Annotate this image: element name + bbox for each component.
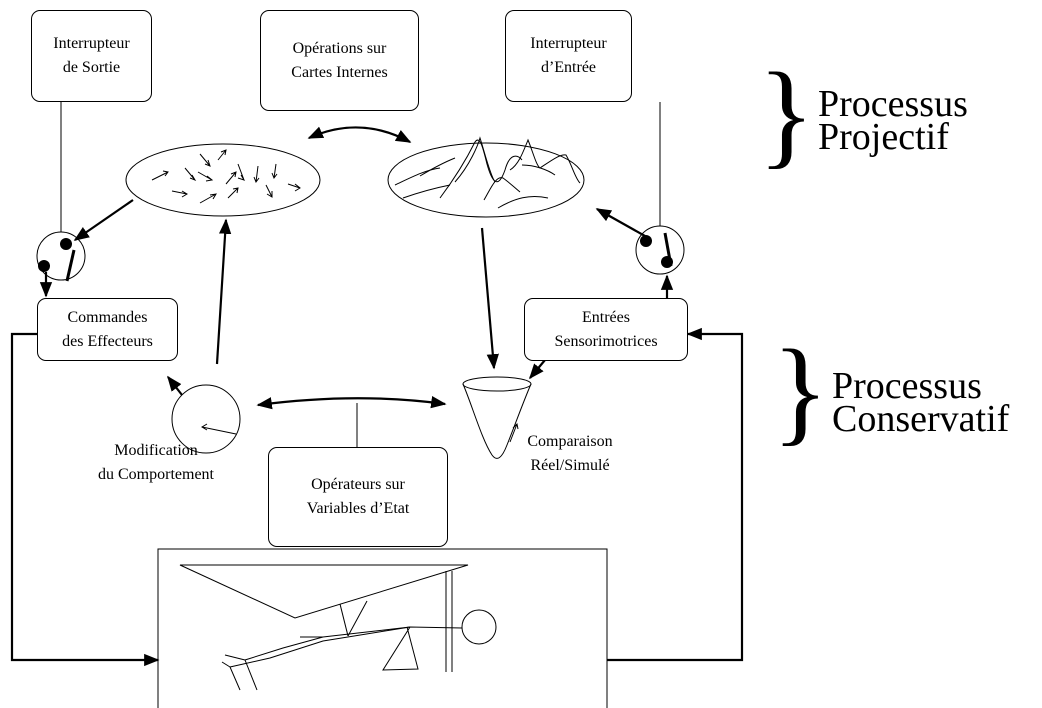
internal-maps-box: Opérations sur Cartes Internes (260, 10, 419, 111)
projective-process-label: Processus Projectif (818, 83, 968, 158)
input-switch-circle (635, 225, 685, 275)
arrow-modification-to-motor-map (215, 218, 232, 365)
state-operators-box: Opérateurs sur Variables d’Etat (268, 447, 448, 547)
arrow-terrain-map-to-comparison (480, 227, 499, 370)
output-switch-contact-bottom (38, 260, 50, 272)
output-switch-box: Interrupteur de Sortie (31, 10, 152, 102)
input-switch-box: Interrupteur d’Entrée (505, 10, 632, 102)
sensorimotor-inputs-box: Entrées Sensorimotrices (524, 298, 688, 361)
arrow-modification-to-commands (167, 375, 183, 396)
modification-circle (171, 384, 241, 454)
output-switch-circle (36, 231, 86, 281)
arrow-sensors-to-comparison (529, 359, 546, 380)
conservative-double-arrow (256, 396, 447, 410)
maps-double-arrow (307, 126, 412, 143)
stick-figure (179, 564, 497, 691)
conservative-brace: } (772, 325, 829, 456)
input-switch-contact-top (640, 235, 652, 247)
conservative-process-label: Processus Conservatif (832, 365, 1010, 440)
modification-needle (201, 423, 237, 435)
comparison-label: Comparaison Réel/Simulé (527, 433, 613, 474)
behavior-modification-label: Modification du Comportement (98, 442, 214, 483)
vector-field (151, 149, 301, 204)
projective-brace: } (758, 48, 815, 179)
arrow-input-switch-to-map (595, 208, 646, 237)
loop-commands-to-body (10, 332, 160, 667)
loop-body-to-sensors (607, 327, 744, 662)
body-frame (157, 548, 608, 708)
output-switch-contact-top (60, 238, 72, 250)
input-switch-lever (663, 232, 673, 267)
comparison-cone (462, 376, 532, 459)
motor-map-ellipse (125, 143, 321, 217)
terrain-map-ellipse (387, 142, 585, 218)
output-switch-lever (65, 249, 76, 282)
effector-commands-box: Commandes des Effecteurs (37, 298, 178, 361)
arrow-map-to-output-switch (73, 199, 134, 241)
terrain-lines (394, 136, 581, 209)
